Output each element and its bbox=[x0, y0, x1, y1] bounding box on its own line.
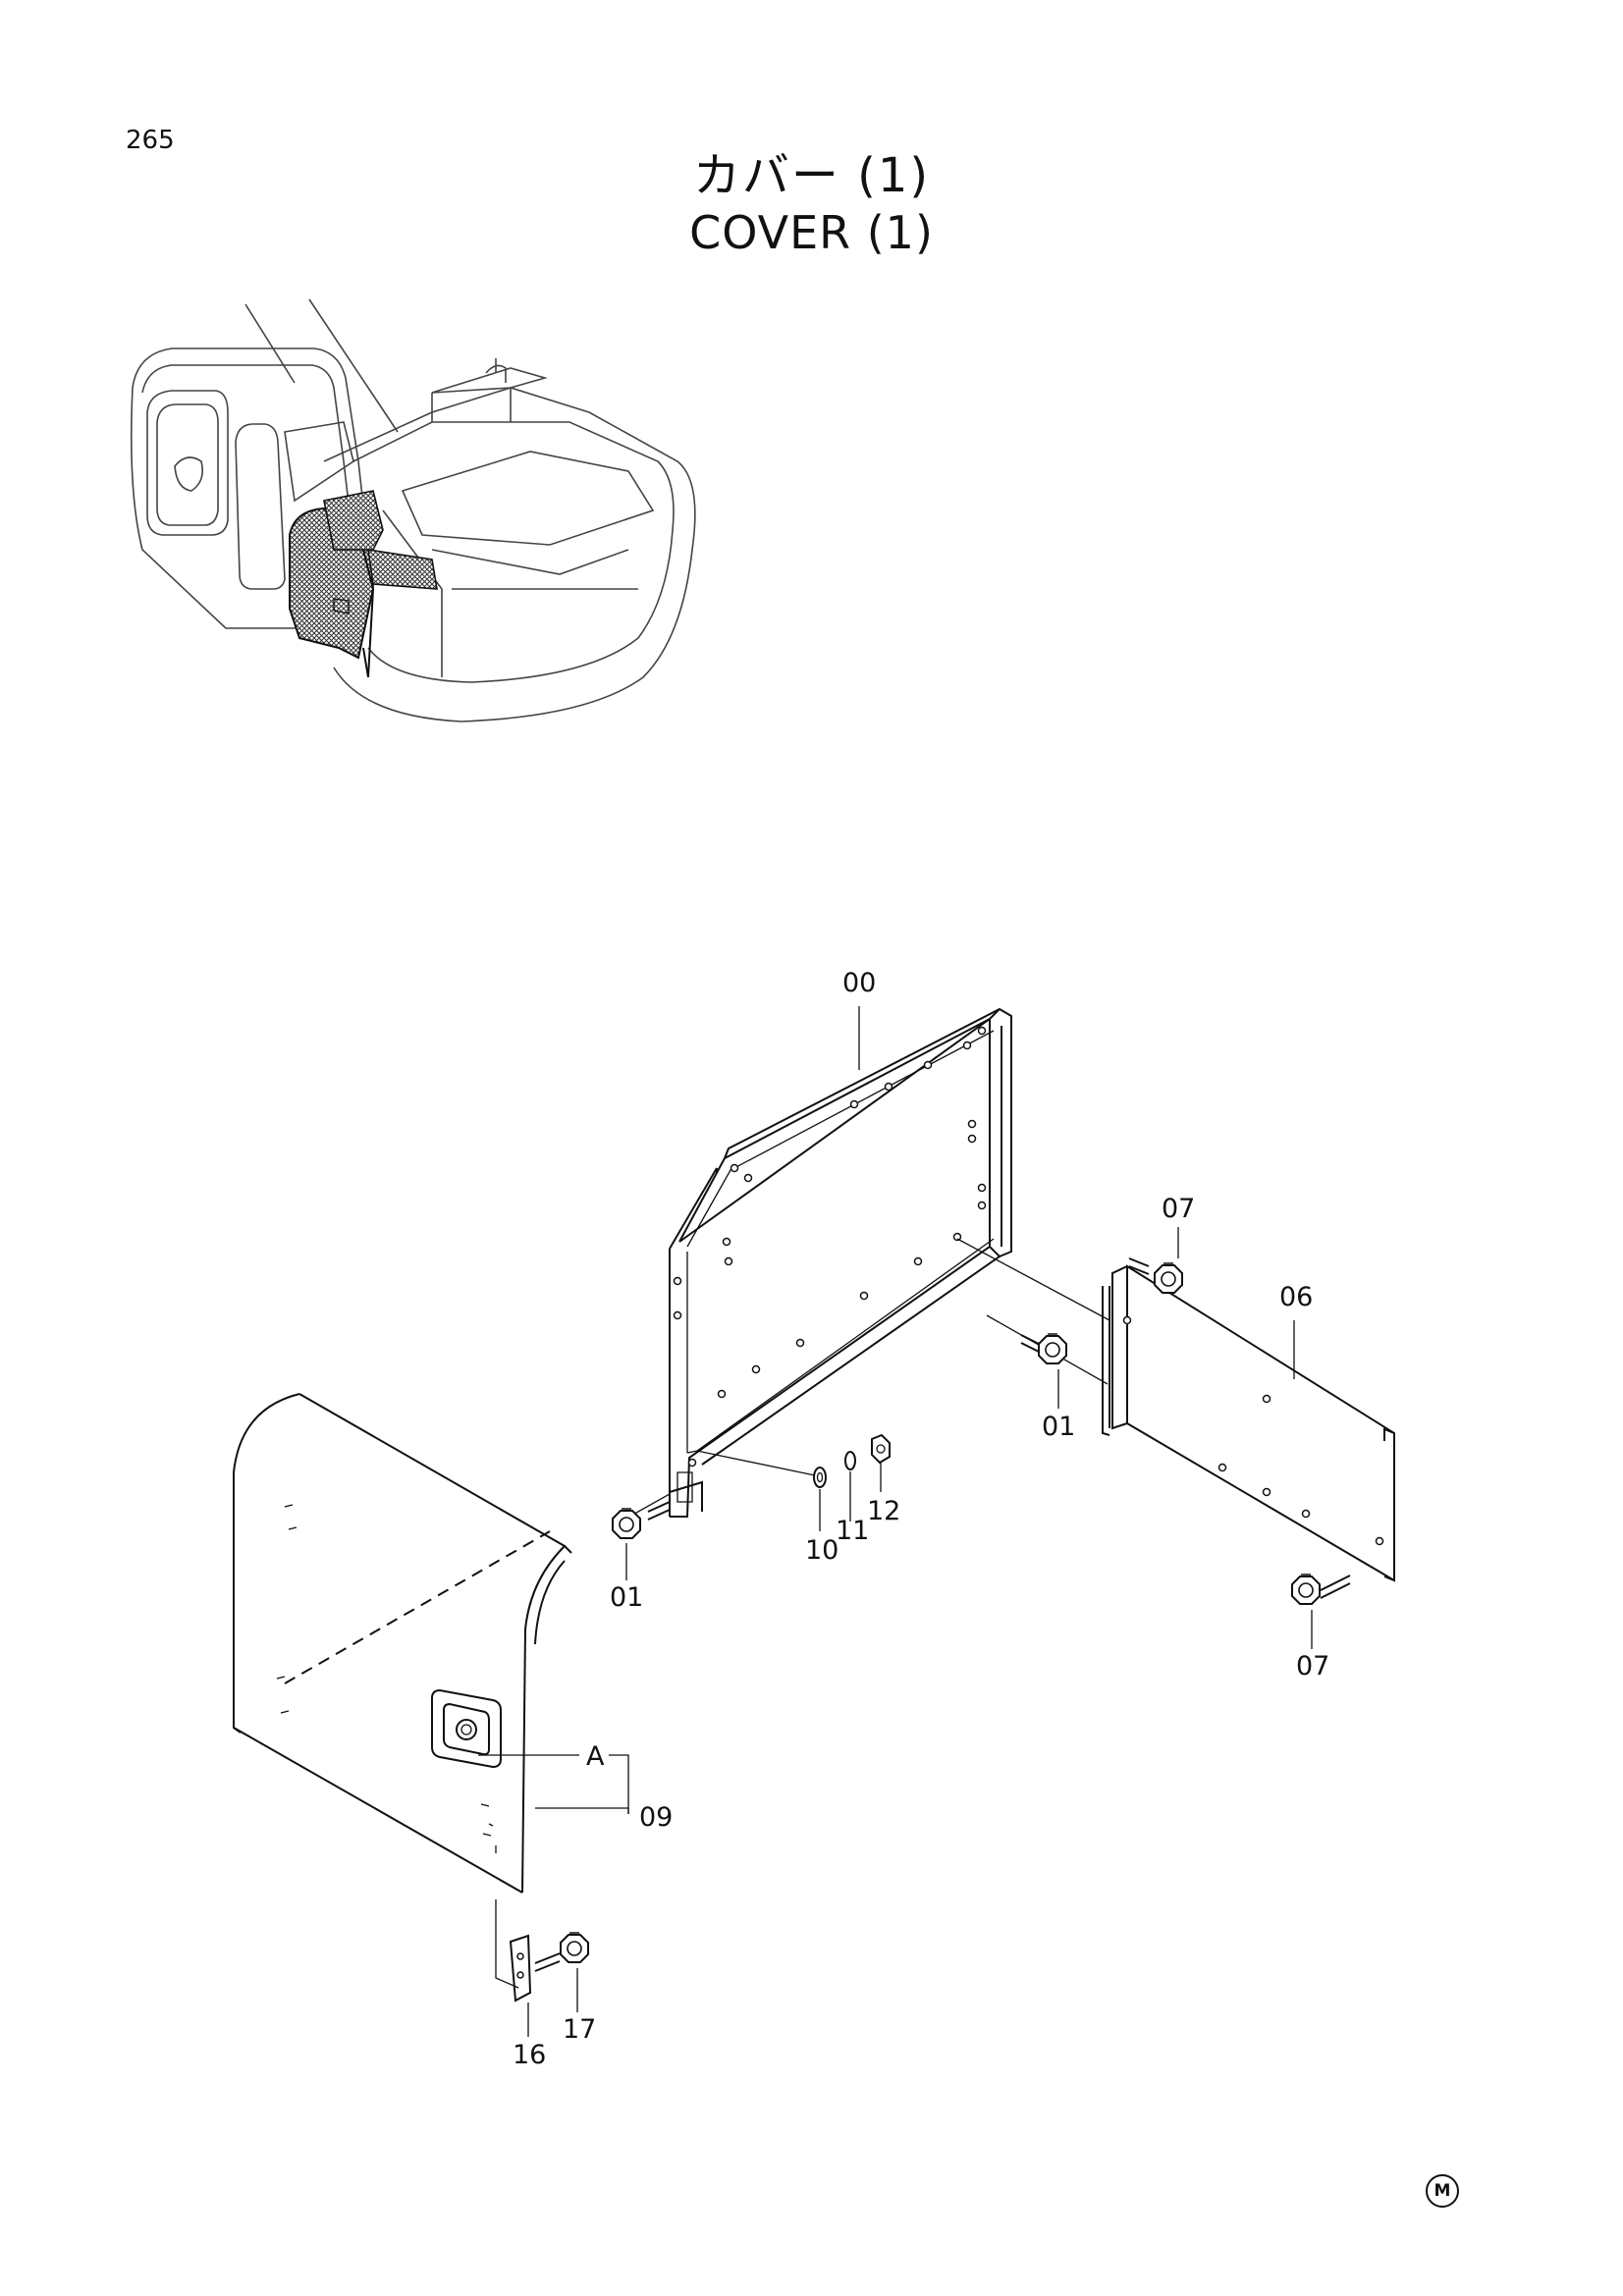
page-title: カバー (1) COVER (1) bbox=[0, 147, 1623, 261]
callout-11: 11 bbox=[836, 1516, 869, 1546]
bolt-07-bottom bbox=[1291, 1574, 1351, 1605]
title-english: COVER (1) bbox=[689, 206, 934, 259]
manufacturer-mark: M bbox=[1426, 2174, 1459, 2208]
page-number: 265 bbox=[126, 126, 175, 155]
part-16-hinge bbox=[495, 1899, 532, 2002]
part-06-plate bbox=[956, 1238, 1395, 1582]
part-17-bolt bbox=[534, 1932, 589, 1972]
washer-10 bbox=[686, 1450, 827, 1531]
washer-11 bbox=[844, 1451, 856, 1522]
callout-A: A bbox=[586, 1741, 605, 1772]
part-00-frame bbox=[669, 1006, 1012, 1518]
callout-09: 09 bbox=[639, 1802, 673, 1833]
callout-06: 06 bbox=[1279, 1282, 1313, 1312]
title-japanese: カバー (1) bbox=[692, 148, 931, 203]
part-09-cover-panel bbox=[233, 1393, 629, 1894]
bolt-07-top bbox=[1128, 1257, 1183, 1294]
callout-12: 12 bbox=[867, 1496, 900, 1526]
nut-12 bbox=[871, 1433, 891, 1492]
callout-16: 16 bbox=[513, 2040, 546, 2070]
bolt-01-right bbox=[1020, 1333, 1067, 1364]
callout-07-bottom: 07 bbox=[1296, 1651, 1329, 1682]
callout-17: 17 bbox=[563, 2014, 596, 2045]
callout-00: 00 bbox=[842, 968, 876, 998]
callout-10: 10 bbox=[805, 1535, 839, 1566]
bolt-01-left bbox=[612, 1493, 671, 1539]
machine-overview-illustration bbox=[130, 298, 696, 722]
callout-01-right: 01 bbox=[1042, 1412, 1075, 1442]
callout-01-left: 01 bbox=[610, 1582, 643, 1613]
callout-07-top: 07 bbox=[1162, 1194, 1195, 1224]
